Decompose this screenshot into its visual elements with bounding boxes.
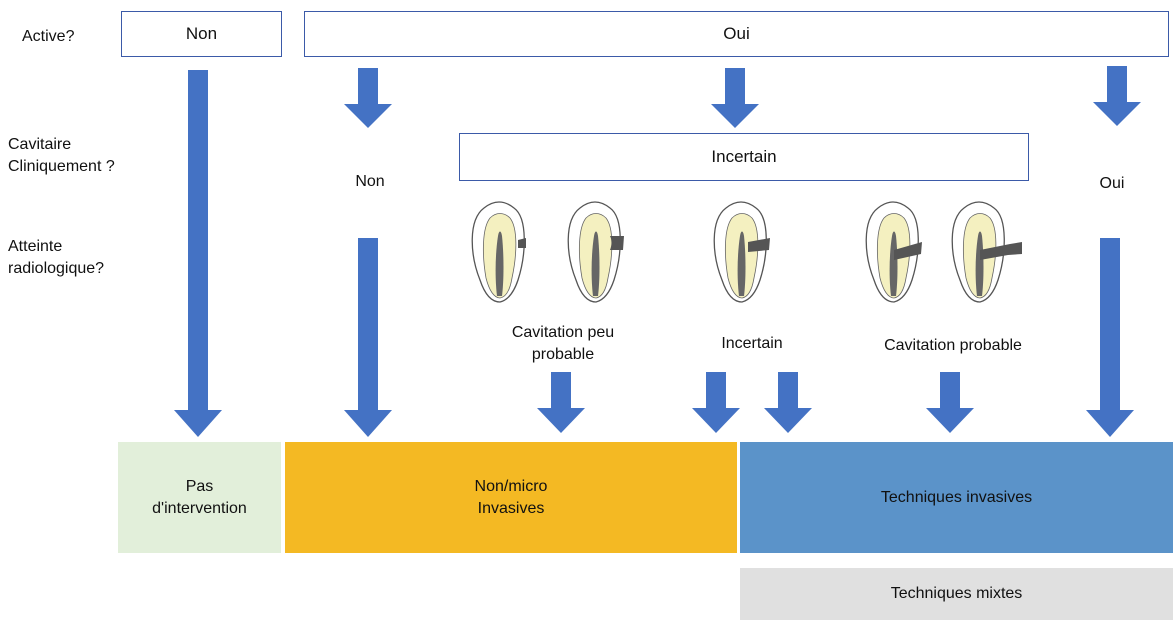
cavitaire-incertain-box: Incertain bbox=[459, 133, 1029, 181]
outcome-non-micro-label: Non/micro Invasives bbox=[474, 477, 548, 517]
row-label-active: Active? bbox=[22, 28, 75, 45]
arrow-oui-to-invasives bbox=[1086, 238, 1134, 437]
radio-probable-label: Cavitation probable bbox=[884, 337, 1022, 354]
tooth-3 bbox=[713, 201, 770, 303]
arrow-oui-to-incertain bbox=[711, 68, 759, 128]
arrow-non-to-pas bbox=[174, 70, 222, 437]
row-label-atteinte: Atteinte radiologique? bbox=[8, 238, 105, 277]
active-oui-box: Oui bbox=[304, 11, 1169, 57]
outcome-non-micro: Non/micro Invasives bbox=[285, 442, 737, 553]
arrow-incertain-right bbox=[764, 372, 812, 433]
outcome-mixtes: Techniques mixtes bbox=[740, 568, 1173, 620]
active-non-label: Non bbox=[185, 24, 218, 43]
arrow-oui-to-oui bbox=[1093, 66, 1141, 126]
outcome-pas-intervention: Pas d'intervention bbox=[118, 442, 281, 553]
cavitaire-incertain-label: Incertain bbox=[711, 147, 777, 166]
radio-peu-probable-label: Cavitation peu probable bbox=[511, 324, 615, 363]
tooth-2 bbox=[567, 201, 624, 303]
row-label-cavitaire: Cavitaire Cliniquement ? bbox=[8, 136, 115, 175]
cavitaire-oui-label: Oui bbox=[1099, 175, 1125, 192]
outcome-pas-label: Pas d'intervention bbox=[152, 477, 247, 517]
active-oui-label: Oui bbox=[723, 24, 750, 43]
arrow-peu-probable bbox=[537, 372, 585, 433]
outcome-mixtes-label: Techniques mixtes bbox=[890, 585, 1023, 602]
arrow-probable bbox=[926, 372, 974, 433]
arrow-non-to-nonmicro bbox=[344, 238, 392, 437]
tooth-4 bbox=[865, 201, 922, 303]
radio-incertain-label: Incertain bbox=[721, 335, 783, 352]
tooth-5 bbox=[951, 201, 1022, 303]
outcome-invasives: Techniques invasives bbox=[740, 442, 1173, 553]
tooth-1 bbox=[471, 201, 526, 303]
cavitaire-non-label: Non bbox=[355, 173, 385, 190]
arrow-incertain-left bbox=[692, 372, 740, 433]
outcome-invasives-label: Techniques invasives bbox=[880, 488, 1033, 506]
arrow-oui-to-non bbox=[344, 68, 392, 128]
active-non-box: Non bbox=[121, 11, 282, 57]
